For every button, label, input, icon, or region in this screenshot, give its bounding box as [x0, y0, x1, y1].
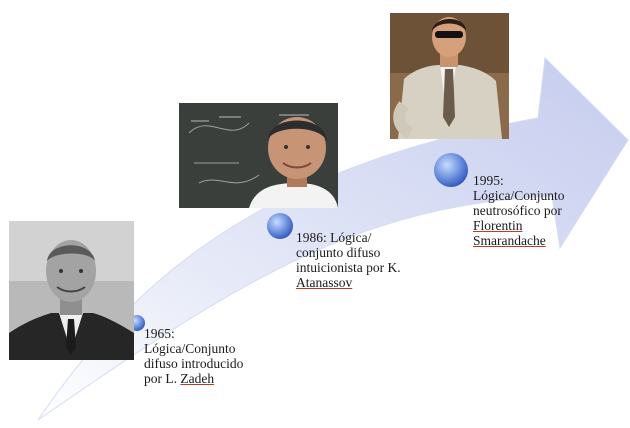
milestone-1986-line-2: conjunto difuso — [296, 245, 381, 260]
milestone-1986-line-3: intuicionista por K. — [296, 260, 401, 275]
author-name-smarandache: Smarandache — [473, 233, 546, 248]
milestone-1995-caption: 1995: Lógica/Conjunto neutrosófico por F… — [473, 173, 565, 248]
milestone-1995-line-1: 1995: — [473, 173, 504, 188]
milestone-1995-line-2: Lógica/Conjunto — [473, 188, 565, 203]
portrait-krassimir-atanassov — [179, 103, 338, 208]
milestone-1965-year: 1965: — [144, 326, 175, 341]
portrait-florentin-smarandache — [390, 13, 509, 139]
portrait-lotfi-zadeh — [9, 221, 134, 360]
author-name-atanassov: Atanassov — [296, 275, 353, 290]
milestone-1965-line-3: por L. Zadeh — [144, 371, 215, 386]
milestone-1986-line-1: 1986: Lógica/ — [296, 230, 372, 245]
author-name-florentin: Florentin — [473, 218, 523, 233]
milestone-1965-caption: 1965: Lógica/Conjunto difuso introducido… — [144, 326, 243, 386]
timeline-dot-1995 — [434, 153, 468, 187]
milestone-1986-caption: 1986: Lógica/ conjunto difuso intuicioni… — [296, 230, 401, 290]
timeline-dot-1986 — [267, 213, 293, 239]
milestone-1995-line-3: neutrosófico por — [473, 203, 562, 218]
author-name-zadeh: Zadeh — [180, 371, 215, 386]
milestone-1965-line-2: difuso introducido — [144, 356, 244, 371]
milestone-1965-line-1: Lógica/Conjunto — [144, 341, 236, 356]
